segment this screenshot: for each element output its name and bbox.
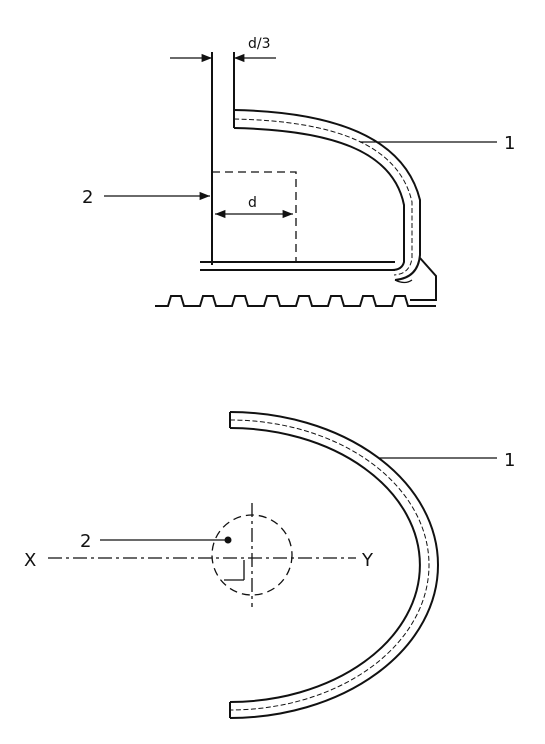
arc-outer bbox=[229, 411, 439, 719]
callout-2-dot bbox=[224, 536, 232, 544]
corrugated-surface bbox=[155, 295, 436, 307]
arc-core bbox=[229, 419, 430, 711]
dim-d-label: d bbox=[248, 195, 257, 211]
dim-d3-label: d/3 bbox=[248, 36, 271, 52]
top-view: d/3 d 1 2 bbox=[82, 36, 515, 307]
callout-1-label-top: 1 bbox=[504, 133, 515, 154]
shell-outer-curve bbox=[233, 109, 421, 281]
callout-1-label-bottom: 1 bbox=[504, 450, 515, 471]
callout-2-label-bottom: 2 bbox=[80, 531, 91, 552]
callout-2-label-top: 2 bbox=[82, 187, 93, 208]
support-block-inner bbox=[394, 279, 413, 284]
axis-x-label: X bbox=[24, 550, 36, 571]
shell-inner-curve bbox=[233, 127, 405, 271]
dashed-region-2 bbox=[211, 171, 297, 263]
support-block bbox=[410, 257, 437, 301]
axis-y-label: Y bbox=[361, 550, 374, 571]
bottom-view: X Y 2 1 bbox=[24, 411, 515, 719]
arc-inner bbox=[229, 427, 421, 703]
shell-core bbox=[233, 118, 413, 276]
